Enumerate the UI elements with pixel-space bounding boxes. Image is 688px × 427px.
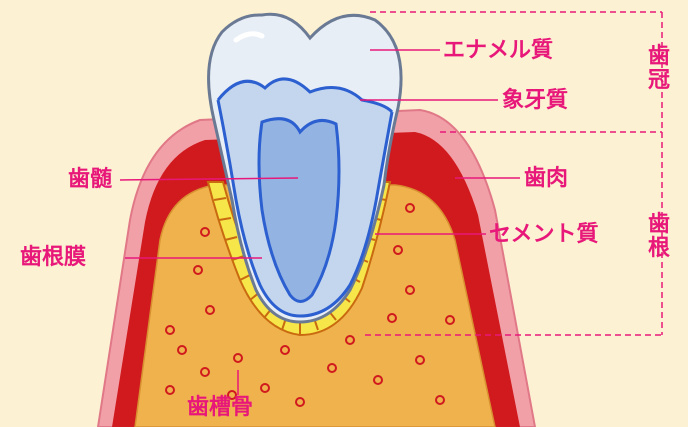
alveolar-bone-label: 歯槽骨 [187,395,253,421]
crown-label: 歯冠 [646,45,672,93]
periodontal-ligament-label: 歯根膜 [20,245,86,271]
pulp-label: 歯髄 [68,167,112,193]
dentin-label: 象牙質 [502,88,568,114]
enamel-label: エナメル質 [443,38,553,64]
root-label: 歯根 [646,213,672,261]
cementum-label: セメント質 [489,222,599,248]
gum-label: 歯肉 [524,166,568,192]
